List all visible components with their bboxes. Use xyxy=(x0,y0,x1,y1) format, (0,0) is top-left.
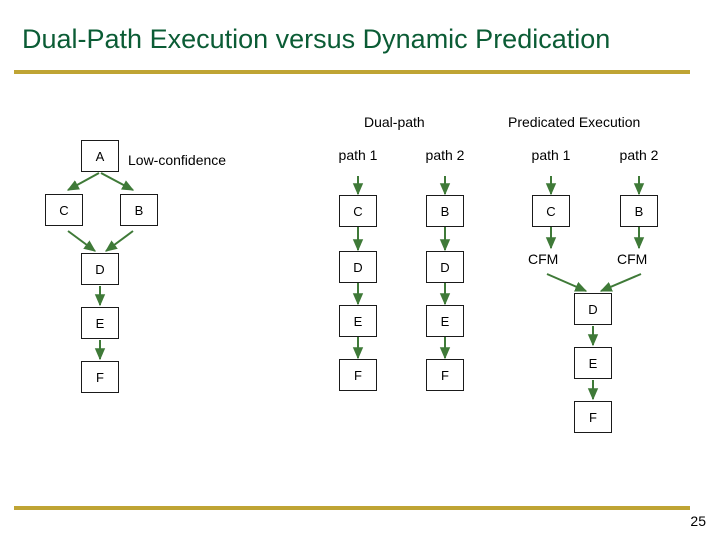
cfg-node-b: B xyxy=(120,194,158,226)
dual-path-col2-node-2: D xyxy=(426,251,464,283)
dual-path-col1-node-4: F xyxy=(339,359,377,391)
dual-path-col1-node-1: C xyxy=(339,195,377,227)
predicated-col2-node-1: B xyxy=(620,195,658,227)
cfg-node-d: D xyxy=(81,253,119,285)
predicated-col1-cfm-label: CFM xyxy=(528,251,559,267)
dual-path-col2-label: path 2 xyxy=(425,147,465,163)
low-confidence-label: Low-confidence xyxy=(128,152,227,168)
dual-path-col2-node-3: E xyxy=(426,305,464,337)
predicated-col1-label: path 1 xyxy=(531,147,571,163)
dual-path-col1-node-2: D xyxy=(339,251,377,283)
cfg-node-a: A xyxy=(81,140,119,172)
predicated-execution-heading: Predicated Execution xyxy=(508,114,641,130)
predicated-merged-node-2: E xyxy=(574,347,612,379)
cfg-node-c: C xyxy=(45,194,83,226)
footer-accent-rule xyxy=(14,506,690,510)
dual-path-col2-node-4: F xyxy=(426,359,464,391)
title-accent-rule xyxy=(14,70,690,74)
dual-path-heading: Dual-path xyxy=(364,114,425,130)
dual-path-col1-node-3: E xyxy=(339,305,377,337)
predicated-col2-label: path 2 xyxy=(619,147,659,163)
dual-path-col1-label: path 1 xyxy=(338,147,378,163)
predicated-merged-node-1: D xyxy=(574,293,612,325)
predicated-col2-cfm-label: CFM xyxy=(617,251,648,267)
cfg-node-e: E xyxy=(81,307,119,339)
page-number: 25 xyxy=(690,513,706,529)
predicated-merged-node-3: F xyxy=(574,401,612,433)
page-title: Dual-Path Execution versus Dynamic Predi… xyxy=(22,24,611,54)
predicated-col1-node-1: C xyxy=(532,195,570,227)
cfg-node-f: F xyxy=(81,361,119,393)
dual-path-col2-node-1: B xyxy=(426,195,464,227)
